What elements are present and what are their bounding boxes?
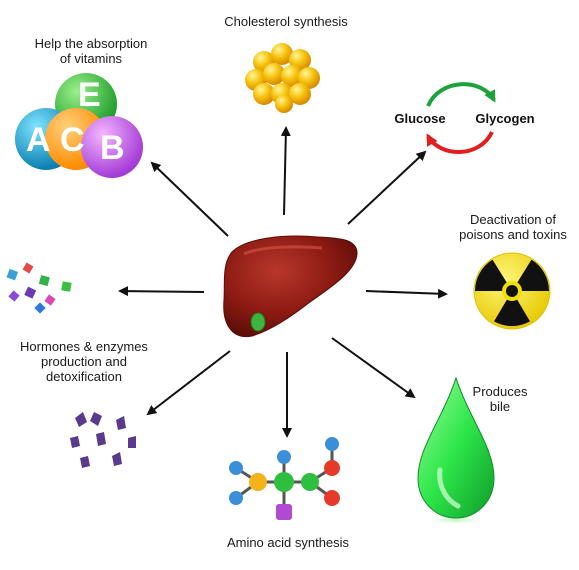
bile-label-line1: Produces — [472, 384, 528, 399]
arrow-to-cholesterol — [280, 126, 291, 216]
amino-acid-molecule-icon — [229, 437, 340, 520]
cholesterol-label: Cholesterol synthesis — [224, 14, 348, 29]
poisons-label-line2: poisons and toxins — [459, 227, 567, 242]
poisons-label: Deactivation of poisons and toxins — [448, 212, 578, 242]
cycle-red-arrow-icon — [426, 131, 494, 154]
vitamin-e-letter: E — [78, 76, 101, 114]
glucose-glycogen-cycle — [426, 82, 496, 154]
hormone-crystals-icon — [6, 262, 72, 314]
vitamin-b-ball — [81, 116, 143, 178]
vitamins-label-line2: of vitamins — [59, 51, 123, 66]
glucose-label: Glucose — [394, 111, 446, 126]
hormones-label-line1: Hormones & enzymes — [20, 339, 148, 354]
vitamin-balls-icon: E A C B — [15, 73, 143, 178]
hormones-label-line3: detoxification — [46, 369, 122, 384]
arrow-to-enzymes — [146, 350, 231, 416]
arrow-to-poisons — [365, 288, 448, 299]
arrow-to-vitamins — [150, 161, 229, 237]
poisons-label-line1: Deactivation of — [470, 212, 556, 227]
arrows — [118, 126, 448, 438]
gallbladder — [250, 312, 266, 332]
arrow-to-bile — [331, 337, 416, 399]
bile-label: Produces bile — [460, 384, 540, 414]
vitamins-label-line1: Help the absorption — [34, 36, 148, 51]
bile-drop-icon — [417, 376, 495, 525]
glycogen-label: Glycogen — [475, 111, 535, 126]
arrow-to-glucose-cycle — [347, 150, 427, 225]
liver-shape — [223, 235, 358, 338]
radiation-icon — [473, 252, 551, 330]
hormones-label: Hormones & enzymes production and detoxi… — [8, 339, 160, 384]
arrow-to-hormones — [118, 286, 205, 297]
vitamin-a-letter: A — [26, 121, 51, 159]
vitamin-c-letter: C — [60, 121, 85, 159]
amino-acid-label: Amino acid synthesis — [226, 535, 350, 550]
hormones-label-line2: production and — [40, 354, 127, 369]
liver-highlight — [243, 245, 323, 256]
liver-illustration — [223, 235, 358, 338]
enzyme-crystals-icon — [70, 412, 136, 468]
cholesterol-cluster-icon — [245, 43, 320, 113]
cycle-green-arrow-icon — [426, 82, 496, 107]
bile-label-line2: bile — [489, 399, 511, 414]
vitamin-b-letter: B — [100, 129, 125, 167]
vitamins-label: Help the absorption of vitamins — [6, 36, 176, 66]
